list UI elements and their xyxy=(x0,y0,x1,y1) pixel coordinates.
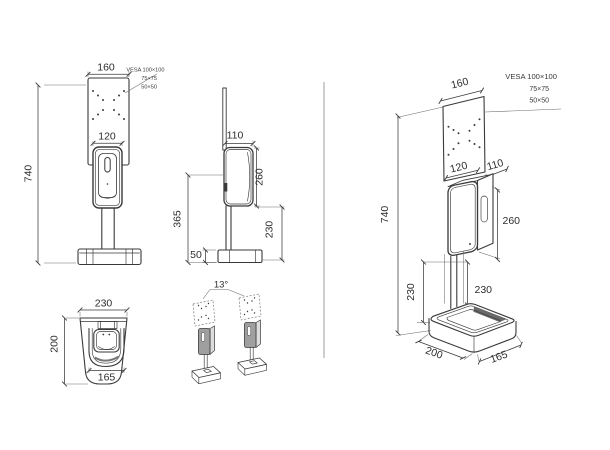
side-base xyxy=(217,249,263,264)
iso-vesa-note-1: VESA 100×100 xyxy=(505,72,557,81)
side-dispenser-height-label: 260 xyxy=(254,168,266,186)
front-plate-width-label: 160 xyxy=(97,62,115,74)
iso-dispenser-height-label: 260 xyxy=(503,215,521,227)
front-dispenser-window xyxy=(104,157,111,173)
front-vesa-note-2: 75×75 xyxy=(141,76,157,82)
front-base xyxy=(77,248,142,266)
side-view: 365 110 260 230 xyxy=(172,87,285,266)
side-depth-label: 110 xyxy=(227,130,244,142)
top-dispenser xyxy=(93,328,120,353)
side-base-thickness-label: 50 xyxy=(190,249,202,261)
iso-view: 740 160 VESA 100×100 75×75 50×50 120 110 xyxy=(379,72,562,366)
front-vesa-note-3: 50×50 xyxy=(141,85,157,91)
iso-tray-width-label: 165 xyxy=(489,348,510,365)
top-base-depth-label: 200 xyxy=(49,335,61,353)
iso-clearance-right-label: 230 xyxy=(475,284,493,296)
front-view: 740 160 VESA 100×100 75×75 50×50 120 xyxy=(23,62,165,266)
top-tray-outer xyxy=(88,327,125,368)
iso-vesa-note-3: 50×50 xyxy=(529,98,549,105)
top-tray-width-label: 165 xyxy=(98,372,116,384)
iso-vesa-note-2: 75×75 xyxy=(529,86,549,93)
iso-plate-width-label: 160 xyxy=(450,76,470,92)
side-dispense-height-label: 365 xyxy=(172,210,184,228)
tilt-angle-label: 13° xyxy=(214,280,229,291)
iso-clearance-left-label: 230 xyxy=(405,283,417,301)
iso-base-depth-label: 200 xyxy=(424,345,445,362)
iso-vesa-hole-pattern xyxy=(447,118,481,156)
iso-dispenser-window xyxy=(480,195,488,223)
front-vesa-note-1: VESA 100×100 xyxy=(126,68,164,74)
iso-dispenser xyxy=(447,173,494,257)
front-total-height-label: 740 xyxy=(23,165,35,183)
side-sensor xyxy=(224,183,228,192)
iso-total-height-label: 740 xyxy=(379,206,391,224)
front-pole xyxy=(101,207,115,250)
mini-stand-right xyxy=(237,293,267,376)
front-dispenser xyxy=(92,146,123,209)
mini-stand-left xyxy=(191,299,221,385)
iso-dispenser-width-label: 120 xyxy=(449,160,469,176)
iso-drip-tray xyxy=(428,303,517,354)
side-dispenser xyxy=(223,146,254,207)
top-view: 230 200 165 xyxy=(49,298,130,387)
front-vesa-hole-pattern xyxy=(92,90,125,120)
iso-depth-label: 110 xyxy=(485,157,505,173)
front-dispenser-width-label: 120 xyxy=(98,131,116,143)
tilt-detail: 13° xyxy=(191,280,267,385)
top-base-width-label: 230 xyxy=(95,298,113,310)
side-clearance-label: 230 xyxy=(264,221,276,239)
